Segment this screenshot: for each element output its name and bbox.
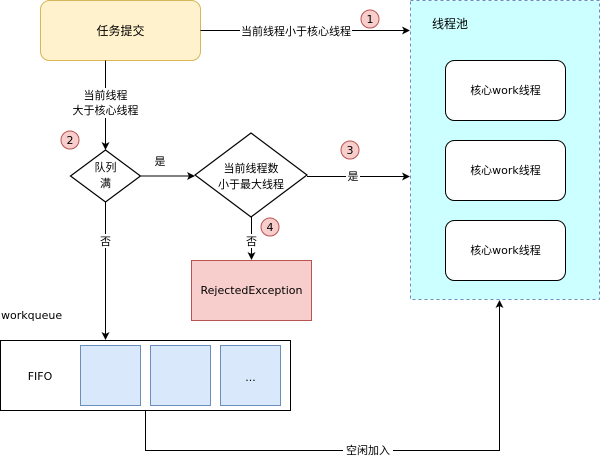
step-badge-2: 2 xyxy=(60,130,80,150)
edge-idle-join-label: 空闲加入 xyxy=(346,443,390,457)
core-thread-2-label: 核心work线程 xyxy=(470,163,541,177)
workqueue-label: workqueue xyxy=(1,309,62,322)
edge-max-yes-label: 是 xyxy=(348,170,359,183)
core-thread-3[interactable]: 核心work线程 xyxy=(445,220,566,281)
core-thread-1[interactable]: 核心work线程 xyxy=(445,60,566,121)
edge-queue-full-yes-label: 是 xyxy=(155,155,166,168)
max-check-label-1: 当前线程数 xyxy=(224,161,279,175)
edge-greater-than-core-label-2: 大于核心线程 xyxy=(73,103,139,117)
queue-cell-1[interactable] xyxy=(80,345,141,406)
queue-full-label-1: 队列 xyxy=(95,160,117,174)
step-badge-3: 3 xyxy=(340,140,360,160)
rejected-exception-label: RejectedException xyxy=(201,284,303,297)
step-badge-1: 1 xyxy=(360,9,380,29)
svg-text:3: 3 xyxy=(347,144,354,157)
queue-full-label-2: 满 xyxy=(100,177,111,190)
max-threads-decision[interactable]: 当前线程数 小于最大线程 xyxy=(194,132,308,218)
edge-greater-than-core-label-1: 当前线程 xyxy=(84,88,128,102)
queue-cell-3-label: ... xyxy=(245,371,256,384)
queue-cell-2[interactable] xyxy=(150,345,211,406)
edge-max-no-label: 否 xyxy=(246,235,257,248)
step-badge-4: 4 xyxy=(260,217,280,237)
edge-queue-full-no-label: 否 xyxy=(100,235,111,248)
max-check-label-2: 小于最大线程 xyxy=(218,177,284,191)
task-submit-label: 任务提交 xyxy=(96,23,144,38)
rejected-exception-node[interactable]: RejectedException xyxy=(191,260,312,321)
svg-text:4: 4 xyxy=(267,221,274,234)
core-thread-2[interactable]: 核心work线程 xyxy=(445,140,566,201)
core-thread-3-label: 核心work线程 xyxy=(470,243,541,257)
task-submit-node[interactable]: 任务提交 xyxy=(40,0,201,61)
fifo-label: FIFO xyxy=(28,370,53,383)
queue-cell-3[interactable]: ... xyxy=(220,345,281,406)
edge-idle-join xyxy=(145,300,504,451)
svg-text:1: 1 xyxy=(367,13,374,26)
thread-pool-title: 线程池 xyxy=(432,16,468,31)
svg-text:2: 2 xyxy=(67,134,74,147)
queue-full-decision[interactable]: 队列 满 xyxy=(69,149,142,203)
core-thread-1-label: 核心work线程 xyxy=(470,83,541,97)
edge-less-than-core-label: 当前线程小于核心线程 xyxy=(241,24,351,38)
